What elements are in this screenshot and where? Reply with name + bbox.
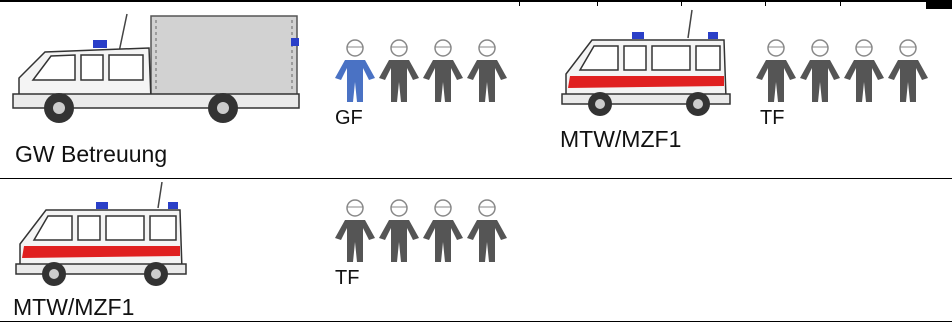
van-red-stripe-icon <box>558 8 738 120</box>
crew-member-icon <box>335 199 375 262</box>
corner-block <box>926 0 952 9</box>
van-red-stripe-icon <box>12 181 192 294</box>
column-divider <box>519 0 520 6</box>
column-divider <box>681 0 682 6</box>
bottom-border <box>0 321 952 322</box>
crew-row <box>333 38 509 104</box>
crew-member-icon <box>467 39 507 102</box>
crew-member-icon <box>844 39 884 102</box>
crew-row <box>754 38 930 104</box>
crew-member-icon <box>467 199 507 262</box>
crew-member-icon <box>379 39 419 102</box>
crew-label: TF <box>335 267 360 289</box>
crew-member-icon <box>800 39 840 102</box>
column-divider <box>840 0 841 6</box>
crew-row <box>333 198 509 264</box>
column-divider <box>765 0 766 6</box>
group-leader-icon <box>335 39 375 102</box>
vehicle-label: MTW/MZF1 <box>13 294 135 320</box>
crew-member-icon <box>756 39 796 102</box>
crew-label: GF <box>335 107 363 129</box>
crew-member-icon <box>423 199 463 262</box>
vehicle-label: GW Betreuung <box>15 141 168 167</box>
row-divider <box>0 178 952 179</box>
crew-member-icon <box>423 39 463 102</box>
crew-label: TF <box>760 107 785 129</box>
top-border <box>0 0 952 2</box>
truck-with-tarp-icon <box>5 8 305 128</box>
crew-member-icon <box>888 39 928 102</box>
column-divider <box>597 0 598 6</box>
crew-member-icon <box>379 199 419 262</box>
vehicle-label: MTW/MZF1 <box>560 126 682 152</box>
